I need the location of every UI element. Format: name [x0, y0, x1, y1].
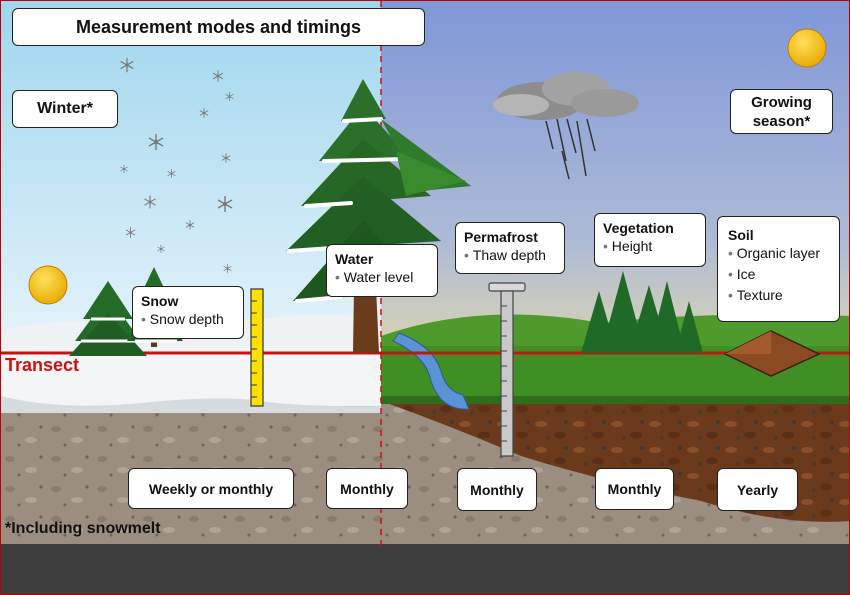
soil-sample-icon — [723, 330, 821, 377]
frequency-box-snow: Weekly or monthly — [128, 468, 294, 509]
measure-title: Water — [335, 251, 374, 267]
frequency-box-vegetation: Monthly — [595, 468, 674, 510]
frequency-box-soil: Yearly — [717, 468, 798, 511]
rain-cloud-icon — [493, 72, 639, 180]
measure-title: Snow — [141, 293, 179, 309]
sun-icon — [28, 265, 68, 305]
measure-title: Soil — [728, 227, 754, 243]
season-label-growing: Growing season* — [730, 89, 833, 134]
measure-box-snow: Snow Snow depth — [132, 286, 244, 339]
season-label-winter: Winter* — [12, 90, 118, 128]
measure-box-water: Water Water level — [326, 244, 438, 297]
measure-item: Height — [603, 236, 697, 257]
measure-item: Water level — [335, 267, 429, 288]
measure-box-soil: Soil Organic layer Ice Texture — [717, 216, 840, 322]
measuring-stick-icon — [250, 288, 264, 407]
road — [1, 544, 849, 594]
measure-item: Thaw depth — [464, 245, 556, 266]
snow-layer — [1, 346, 381, 406]
frequency-box-permafrost: Monthly — [457, 468, 537, 511]
frequency-box-water: Monthly — [326, 468, 408, 509]
grass-layer — [381, 346, 849, 401]
measure-item: Organic layer — [728, 243, 829, 264]
measure-item: Texture — [728, 285, 829, 306]
measure-item: Snow depth — [141, 309, 235, 330]
pine-tree-icon — [581, 271, 703, 353]
transect-label: Transect — [5, 355, 80, 375]
thaw-probe-icon — [488, 282, 526, 457]
sun-icon — [787, 28, 827, 68]
measure-box-vegetation: Vegetation Height — [594, 213, 706, 267]
page-title: Measurement modes and timings — [12, 8, 425, 46]
footnote: *Including snowmelt — [5, 520, 161, 537]
measure-box-permafrost: Permafrost Thaw depth — [455, 222, 565, 274]
measure-title: Vegetation — [603, 220, 674, 236]
measure-title: Permafrost — [464, 229, 538, 245]
measure-item: Ice — [728, 264, 829, 285]
